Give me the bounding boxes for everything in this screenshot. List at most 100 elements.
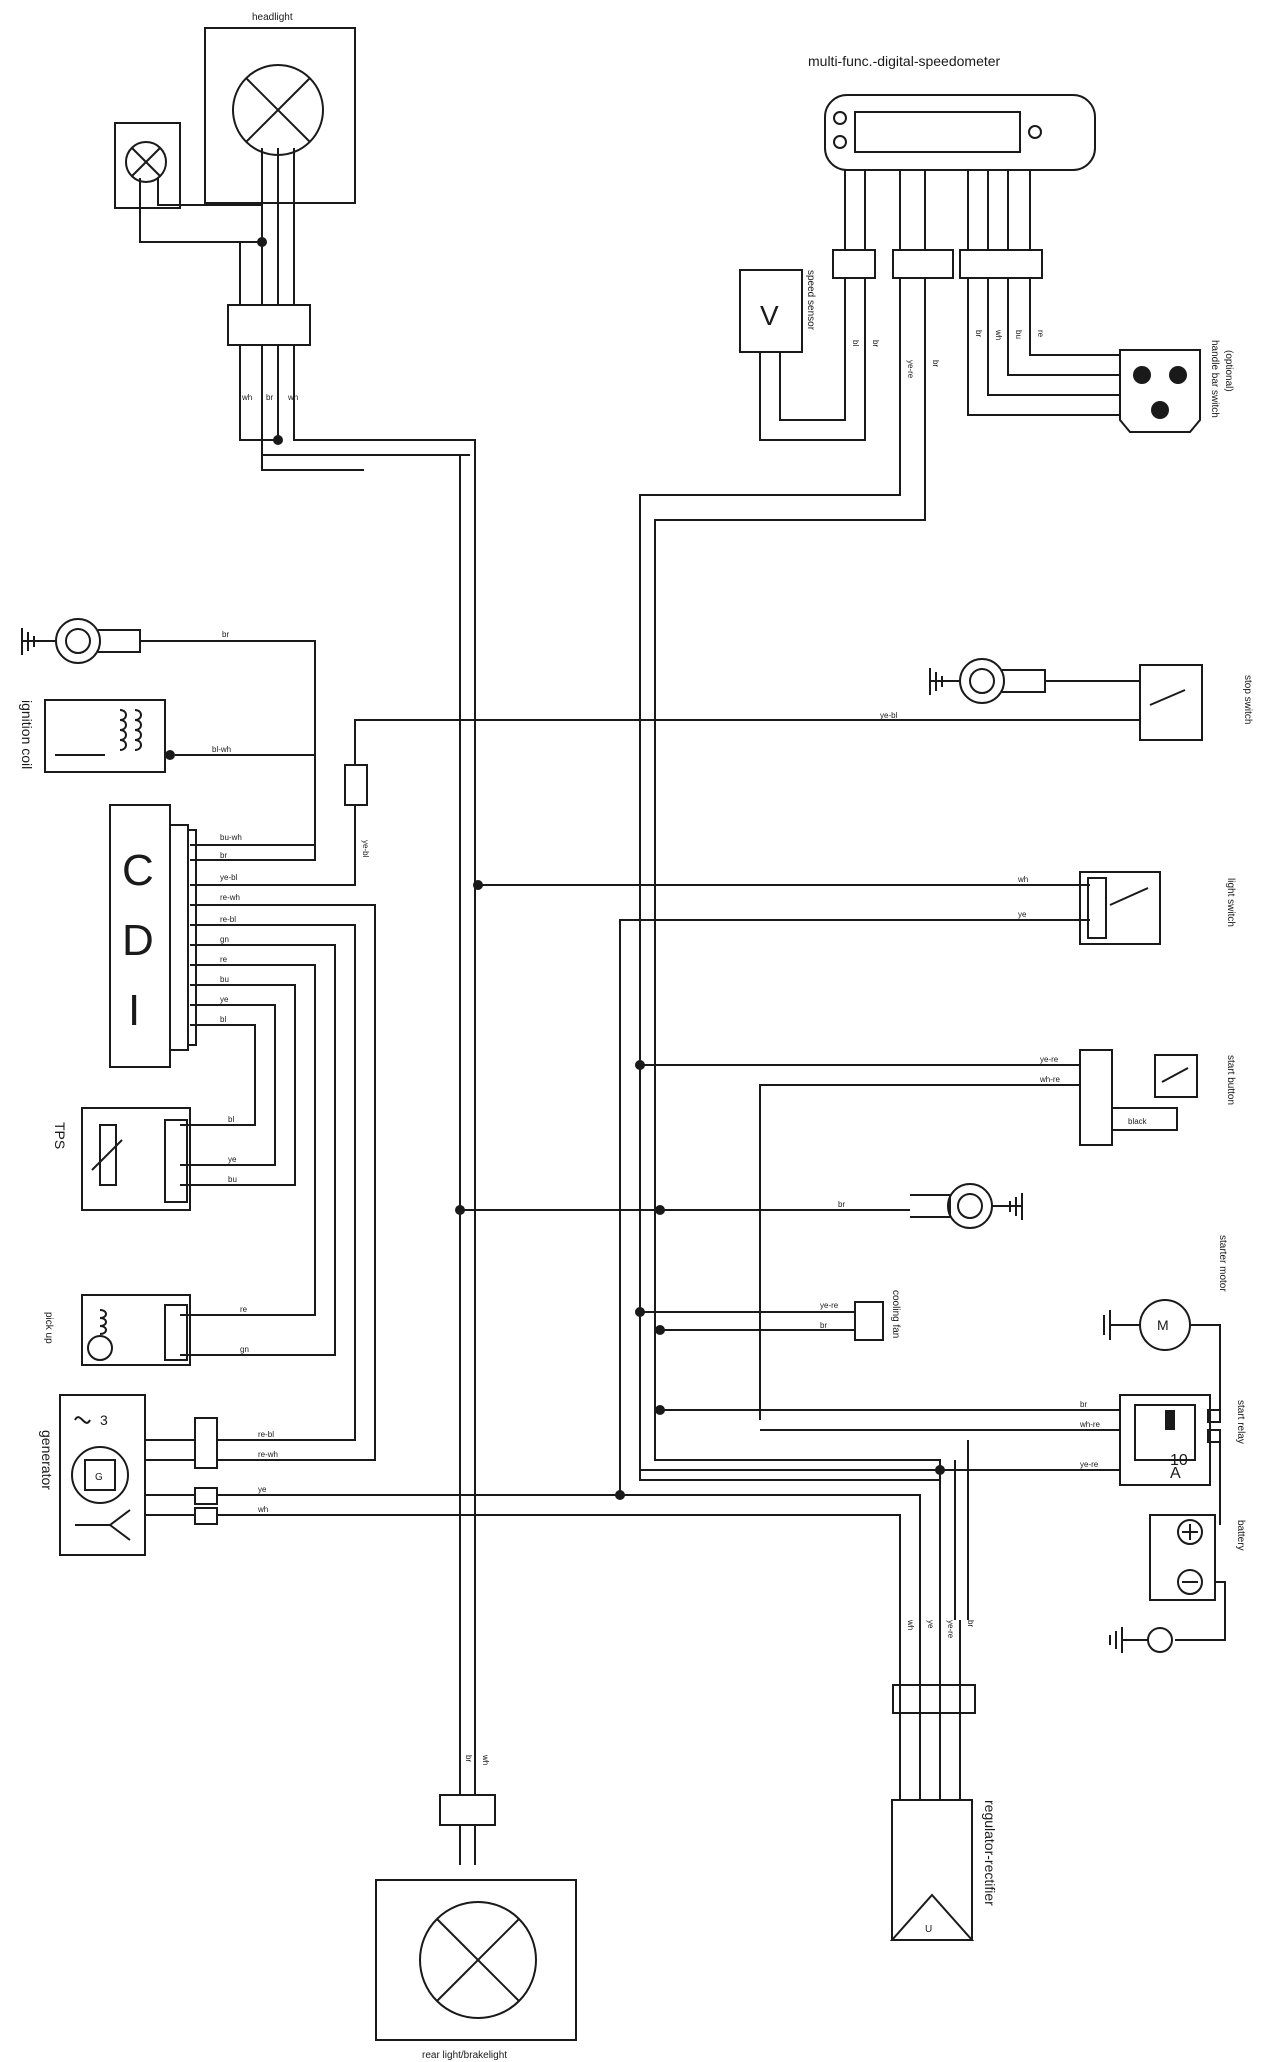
svg-text:bl: bl (220, 1015, 226, 1024)
svg-text:bl: bl (228, 1115, 234, 1124)
cdi-unit: C D I (109, 804, 197, 1068)
svg-text:br: br (464, 1755, 473, 1762)
svg-text:br: br (974, 330, 983, 337)
svg-text:ye-re: ye-re (1040, 1055, 1059, 1064)
svg-text:bu-wh: bu-wh (220, 833, 242, 842)
rear-light-connector (439, 1794, 496, 1826)
svg-text:re: re (220, 955, 228, 964)
generator-wh-connector (194, 1507, 218, 1525)
svg-text:br: br (222, 630, 229, 639)
svg-text:bu: bu (220, 975, 229, 984)
rear-light-label: rear light/brakelight (422, 2050, 507, 2061)
svg-text:U: U (925, 1924, 932, 1935)
svg-text:br: br (266, 393, 273, 402)
svg-text:bl: bl (851, 340, 860, 346)
start-button: black start button (1079, 1049, 1236, 1146)
svg-text:br: br (838, 1200, 845, 1209)
pickup-label: pick up (43, 1312, 54, 1344)
regulator-connector (892, 1684, 976, 1714)
svg-text:ye-bl: ye-bl (880, 711, 898, 720)
svg-text:re: re (1036, 330, 1045, 338)
regulator-label: regulator-rectifier (982, 1800, 998, 1906)
generator-ye-connector (194, 1487, 218, 1505)
speed-sensor-label: speed sensor (805, 270, 816, 331)
speed-sensor-connector (832, 249, 876, 279)
handlebar-connector (959, 249, 1043, 279)
rear-light: rear light/brakelight (375, 1879, 577, 2061)
svg-text:br: br (966, 1620, 975, 1627)
svg-text:wh: wh (287, 393, 298, 402)
svg-text:ye-bl: ye-bl (220, 873, 238, 882)
speedometer: multi-func.-digital-speedometer (808, 53, 1096, 171)
start-relay-label: start relay (1235, 1400, 1246, 1444)
handlebar-switch-label: handle bar switch (1209, 340, 1220, 418)
svg-text:br: br (220, 851, 227, 860)
tps-label: TPS (52, 1122, 68, 1149)
starter-motor-label: starter motor (1217, 1235, 1228, 1292)
ground-eyelet-stop (929, 658, 1046, 704)
headlight-label: headlight (252, 12, 293, 23)
svg-text:V: V (760, 300, 779, 331)
svg-text:C: C (122, 846, 154, 895)
svg-text:re: re (240, 1305, 248, 1314)
svg-text:wh: wh (481, 1754, 490, 1765)
generator-label: generator (39, 1430, 55, 1490)
regulator-rectifier: U regulator-rectifier (889, 1799, 998, 1941)
svg-text:bu: bu (228, 1175, 237, 1184)
svg-text:br: br (820, 1321, 827, 1330)
svg-text:ye-re: ye-re (946, 1620, 955, 1639)
light-switch-label: light switch (1225, 878, 1236, 927)
generator: 3 G generator (39, 1394, 146, 1556)
svg-text:ye: ye (220, 995, 229, 1004)
svg-text:ye: ye (258, 1485, 267, 1494)
svg-text:wh-re: wh-re (1079, 1420, 1101, 1429)
svg-text:A: A (1170, 1465, 1181, 1482)
starter-motor: M starter motor (1103, 1235, 1228, 1351)
svg-text:ye: ye (228, 1155, 237, 1164)
handlebar-optional-label: (optional) (1223, 350, 1234, 392)
speed-sensor: V speed sensor (739, 269, 816, 353)
svg-text:ye-bl: ye-bl (361, 840, 370, 858)
svg-text:wh: wh (1017, 875, 1028, 884)
tps: TPS (52, 1107, 191, 1211)
svg-text:ye-re: ye-re (1080, 1460, 1099, 1469)
svg-text:re-wh: re-wh (220, 893, 240, 902)
svg-text:black: black (1128, 1117, 1148, 1126)
ground-eyelet-2 (910, 1183, 1023, 1229)
svg-text:wh: wh (257, 1505, 268, 1514)
cooling-fan: cooling fan (854, 1290, 901, 1341)
stop-switch-label: stop switch (1242, 675, 1253, 724)
svg-text:br: br (931, 360, 940, 367)
ground-eyelet-battery (1109, 1627, 1173, 1653)
stop-switch-connector (344, 764, 368, 806)
svg-text:wh: wh (906, 1619, 915, 1630)
headlight-connector (227, 304, 311, 346)
svg-text:G: G (95, 1472, 103, 1483)
svg-text:ye: ye (926, 1620, 935, 1629)
svg-text:ye: ye (1018, 910, 1027, 919)
svg-text:bu: bu (1014, 330, 1023, 339)
parking-lamp (114, 122, 181, 209)
headlight: headlight (204, 12, 356, 204)
svg-text:ye-re: ye-re (906, 360, 915, 379)
ignition-coil-label: ignition coil (19, 700, 35, 769)
ignition-coil: ignition coil (19, 699, 175, 773)
svg-text:br: br (871, 340, 880, 347)
svg-text:wh: wh (994, 329, 1003, 340)
stop-switch: stop switch (1139, 664, 1253, 741)
ground-eyelet-1 (21, 618, 141, 664)
pickup: pick up (43, 1294, 191, 1366)
speedo-main-connector (892, 249, 954, 279)
generator-3phase-connector (194, 1417, 218, 1469)
svg-text:gn: gn (240, 1345, 249, 1354)
svg-text:re-bl: re-bl (220, 915, 236, 924)
svg-text:ye-re: ye-re (820, 1301, 839, 1310)
start-relay: 10 A start relay (1119, 1394, 1246, 1486)
svg-text:10: 10 (1170, 1452, 1188, 1469)
svg-text:D: D (122, 916, 154, 965)
svg-text:re-bl: re-bl (258, 1430, 274, 1439)
svg-text:wh-re: wh-re (1039, 1075, 1061, 1084)
battery-label: battery (1235, 1520, 1246, 1551)
cooling-fan-label: cooling fan (890, 1290, 901, 1338)
